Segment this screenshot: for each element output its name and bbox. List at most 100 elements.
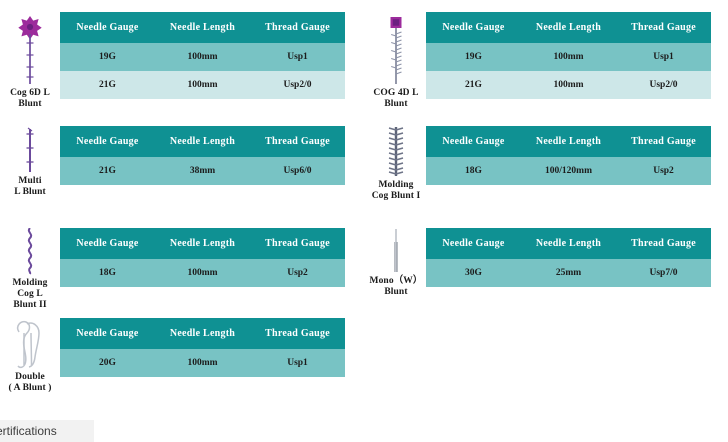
column-header-needle-length: Needle Length (155, 126, 250, 157)
cell-thread-gauge: Usp2 (616, 157, 711, 185)
table-header-row: Needle Gauge Needle Length Thread Gauge (426, 228, 711, 259)
column-header-needle-gauge: Needle Gauge (60, 12, 155, 43)
column-header-needle-length: Needle Length (155, 228, 250, 259)
column-header-needle-gauge: Needle Gauge (426, 12, 521, 43)
spec-table-cog-4d-l-blunt: Needle Gauge Needle Length Thread Gauge … (426, 12, 711, 99)
column-header-needle-length: Needle Length (521, 126, 616, 157)
table-header-row: Needle Gauge Needle Length Thread Gauge (426, 126, 711, 157)
cell-needle-gauge: 30G (426, 259, 521, 287)
product-label: Cog 6D L Blunt (10, 88, 50, 109)
product-block-cog-4d-l-blunt: COG 4D L Blunt Needle Gauge Needle Lengt… (366, 12, 711, 110)
cell-needle-gauge: 19G (426, 43, 521, 71)
cell-needle-length: 100/120mm (521, 157, 616, 185)
product-figure: Molding Cog Blunt I (366, 126, 426, 202)
column-header-thread-gauge: Thread Gauge (250, 12, 345, 43)
table-row: 30G 25mm Usp7/0 (426, 259, 711, 287)
table-row: 21G 100mm Usp2/0 (426, 71, 711, 99)
column-header-thread-gauge: Thread Gauge (250, 318, 345, 349)
cell-needle-length: 100mm (521, 71, 616, 99)
column-header-needle-gauge: Needle Gauge (60, 126, 155, 157)
spec-table-molding-cog-blunt-i: Needle Gauge Needle Length Thread Gauge … (426, 126, 711, 185)
cell-needle-gauge: 21G (426, 71, 521, 99)
product-block-molding-cog-blunt-i: Molding Cog Blunt I Needle Gauge Needle … (366, 126, 711, 202)
column-header-needle-gauge: Needle Gauge (426, 126, 521, 157)
cell-thread-gauge: Usp1 (250, 349, 345, 377)
cell-needle-gauge: 21G (60, 157, 155, 185)
table-header-row: Needle Gauge Needle Length Thread Gauge (60, 12, 345, 43)
product-label: Multi L Blunt (14, 176, 46, 197)
product-figure: Mono（W） Blunt (366, 228, 426, 298)
product-block-cog-6d-l-blunt: Cog 6D L Blunt Needle Gauge Needle Lengt… (0, 12, 345, 110)
column-header-needle-length: Needle Length (155, 318, 250, 349)
cell-needle-gauge: 18G (60, 259, 155, 287)
spec-table-mono-w-blunt: Needle Gauge Needle Length Thread Gauge … (426, 228, 711, 287)
product-block-mono-w-blunt: Mono（W） Blunt Needle Gauge Needle Length… (366, 228, 711, 298)
cell-needle-gauge: 18G (426, 157, 521, 185)
table-row: 18G 100mm Usp2 (60, 259, 345, 287)
cell-thread-gauge: Usp1 (250, 43, 345, 71)
product-block-multi-l-blunt: Multi L Blunt Needle Gauge Needle Length… (0, 126, 345, 198)
column-header-needle-length: Needle Length (521, 12, 616, 43)
product-figure: Cog 6D L Blunt (0, 12, 60, 110)
cell-thread-gauge: Usp7/0 (616, 259, 711, 287)
mono-w-needle-icon (394, 229, 398, 272)
product-label: Molding Cog Blunt I (371, 180, 421, 201)
product-block-molding-cog-l-blunt-ii: Molding Cog L Blunt II Needle Gauge Need… (0, 228, 345, 311)
table-row: 21G 100mm Usp2/0 (60, 71, 345, 99)
certifications-tab[interactable]: ertifications (0, 420, 94, 442)
cell-needle-gauge: 20G (60, 349, 155, 377)
cog-4d-thread-icon (390, 17, 402, 84)
multi-l-thread-icon (26, 127, 34, 172)
table-row: 18G 100/120mm Usp2 (426, 157, 711, 185)
cell-needle-gauge: 19G (60, 43, 155, 71)
certifications-tab-label: ertifications (0, 424, 57, 438)
cell-needle-length: 38mm (155, 157, 250, 185)
double-a-thread-icon (16, 320, 40, 369)
cog-6d-thread-icon (18, 16, 42, 84)
spec-table-multi-l-blunt: Needle Gauge Needle Length Thread Gauge … (60, 126, 345, 185)
product-label: Molding Cog L Blunt II (12, 278, 48, 310)
column-header-thread-gauge: Thread Gauge (616, 228, 711, 259)
cell-needle-length: 100mm (155, 259, 250, 287)
spec-table-molding-cog-l-blunt-ii: Needle Gauge Needle Length Thread Gauge … (60, 228, 345, 287)
cell-thread-gauge: Usp2/0 (616, 71, 711, 99)
column-header-needle-gauge: Needle Gauge (60, 228, 155, 259)
table-row: 20G 100mm Usp1 (60, 349, 345, 377)
product-label: Mono（W） Blunt (369, 276, 423, 297)
spec-table-double-a-blunt: Needle Gauge Needle Length Thread Gauge … (60, 318, 345, 377)
column-header-needle-length: Needle Length (521, 228, 616, 259)
column-header-needle-gauge: Needle Gauge (426, 228, 521, 259)
cell-needle-length: 100mm (155, 43, 250, 71)
product-label: COG 4D L Blunt (373, 88, 419, 109)
cell-thread-gauge: Usp2 (250, 259, 345, 287)
product-figure: Molding Cog L Blunt II (0, 228, 60, 311)
table-header-row: Needle Gauge Needle Length Thread Gauge (60, 318, 345, 349)
product-block-double-a-blunt: Double ( A Blunt ) Needle Gauge Needle L… (0, 318, 345, 394)
cell-needle-length: 100mm (155, 71, 250, 99)
molding-cog-ii-thread-icon (27, 228, 33, 275)
column-header-thread-gauge: Thread Gauge (250, 228, 345, 259)
column-header-needle-length: Needle Length (155, 12, 250, 43)
table-row: 19G 100mm Usp1 (426, 43, 711, 71)
column-header-thread-gauge: Thread Gauge (250, 126, 345, 157)
cell-thread-gauge: Usp1 (616, 43, 711, 71)
column-header-thread-gauge: Thread Gauge (616, 12, 711, 43)
cell-needle-length: 100mm (155, 349, 250, 377)
product-figure: COG 4D L Blunt (366, 12, 426, 110)
product-label: Double ( A Blunt ) (8, 372, 52, 393)
product-figure: Double ( A Blunt ) (0, 318, 60, 394)
cell-needle-length: 25mm (521, 259, 616, 287)
table-header-row: Needle Gauge Needle Length Thread Gauge (60, 228, 345, 259)
cell-needle-length: 100mm (521, 43, 616, 71)
column-header-needle-gauge: Needle Gauge (60, 318, 155, 349)
cell-needle-gauge: 21G (60, 71, 155, 99)
product-figure: Multi L Blunt (0, 126, 60, 198)
molding-cog-i-thread-icon (388, 127, 404, 176)
cell-thread-gauge: Usp6/0 (250, 157, 345, 185)
cell-thread-gauge: Usp2/0 (250, 71, 345, 99)
table-row: 19G 100mm Usp1 (60, 43, 345, 71)
spec-table-cog-6d-l-blunt: Needle Gauge Needle Length Thread Gauge … (60, 12, 345, 99)
column-header-thread-gauge: Thread Gauge (616, 126, 711, 157)
table-header-row: Needle Gauge Needle Length Thread Gauge (426, 12, 711, 43)
